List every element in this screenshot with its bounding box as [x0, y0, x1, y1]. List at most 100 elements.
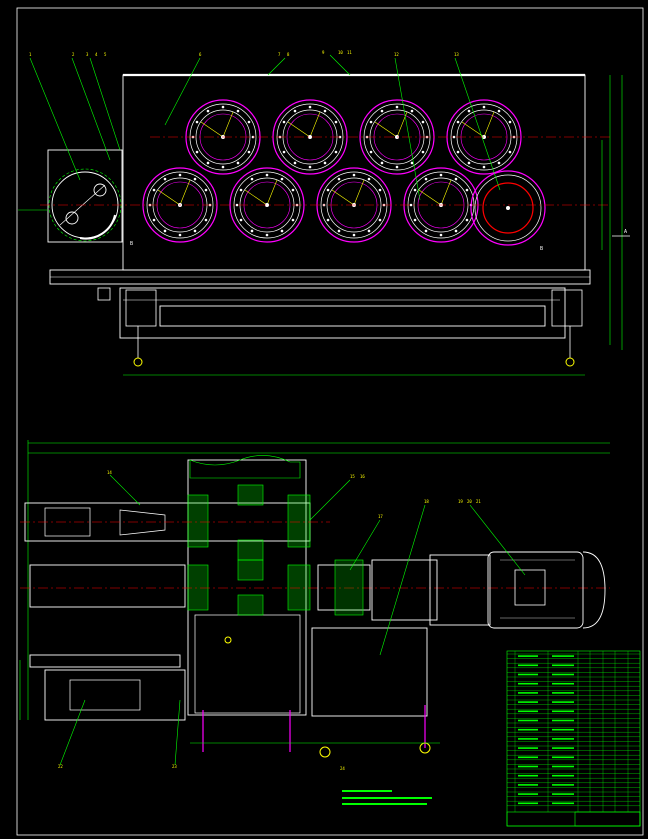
end-gear-pin	[93, 183, 107, 197]
callout-label: 20	[467, 499, 472, 504]
parts-list-name	[552, 793, 574, 795]
front-leaders	[59, 474, 526, 766]
arrow-mark: A	[624, 229, 627, 235]
title-name-box	[574, 811, 641, 827]
callout-label: 8	[287, 52, 290, 57]
parts-list-code	[518, 701, 538, 703]
oil-plug	[224, 636, 232, 644]
parts-list-name	[552, 738, 574, 740]
bearing-hatch	[187, 484, 311, 616]
callout-label: 18	[424, 499, 429, 504]
callout-label: 11	[347, 50, 352, 55]
lifting-eye-icon	[133, 326, 143, 367]
parts-list-code	[518, 692, 538, 694]
motor-icon	[429, 551, 606, 629]
parts-list-code	[518, 710, 538, 713]
parts-list-name	[552, 756, 574, 759]
lifting-eye-icon	[565, 326, 575, 367]
parts-list-code	[518, 793, 538, 795]
callout-label: 22	[58, 764, 63, 769]
parts-list-code	[518, 784, 538, 786]
parts-list-name	[552, 719, 574, 722]
parts-list-name	[552, 784, 574, 786]
lower-shaft	[29, 564, 186, 608]
callout-label: 5	[104, 52, 107, 57]
break-hatch	[189, 455, 301, 479]
callout-label: 10	[338, 50, 343, 55]
section-mark-left: B	[130, 241, 133, 247]
end-gearbox	[47, 149, 123, 243]
top-leaders	[29, 54, 501, 201]
parts-list-name	[552, 655, 574, 657]
callout-label: 1	[29, 52, 32, 57]
motor-base	[311, 627, 428, 717]
parts-list-code	[518, 738, 538, 740]
anchor-bolts	[202, 705, 426, 752]
callout-label: 13	[454, 52, 459, 57]
end-gear-arc	[79, 214, 116, 240]
parts-list-code	[518, 682, 538, 685]
parts-list-name	[552, 673, 574, 676]
callout-label: 6	[199, 52, 202, 57]
lifting-eye-icon	[319, 746, 331, 758]
parts-list-name	[552, 682, 574, 685]
callout-label: 17	[378, 514, 383, 519]
coupling-icon	[317, 559, 371, 616]
base-frame	[119, 287, 566, 339]
callout-label: 7	[278, 52, 281, 57]
parts-list-code	[518, 664, 538, 667]
parts-list-code	[518, 655, 538, 657]
callout-label: 9	[322, 50, 325, 55]
base-bracket	[97, 287, 111, 301]
parts-list-name	[552, 728, 574, 731]
parts-list-name	[552, 692, 574, 694]
callout-label: 12	[394, 52, 399, 57]
side-base	[44, 669, 186, 721]
shaft-taper	[119, 509, 166, 536]
callout-label: 21	[476, 499, 481, 504]
parts-list-code	[518, 802, 538, 805]
callout-label: 16	[360, 474, 365, 479]
title-block	[506, 650, 641, 827]
technical-notes	[342, 790, 432, 805]
callout-label: 19	[458, 499, 463, 504]
parts-list-name	[552, 710, 574, 713]
side-base-top	[29, 654, 181, 668]
bearing-ring-icon	[470, 170, 546, 246]
parts-list-code	[518, 719, 538, 722]
callout-label: 4	[95, 52, 98, 57]
callout-label: 3	[86, 52, 89, 57]
parts-list-code	[518, 765, 538, 768]
parts-list-name	[552, 765, 574, 768]
callout-label: 15	[350, 474, 355, 479]
callout-label: 14	[107, 470, 112, 475]
callout-label: 2	[72, 52, 75, 57]
parts-list-code	[518, 673, 538, 676]
base-channel	[159, 305, 546, 327]
parts-list-code	[518, 728, 538, 731]
reducer	[371, 559, 438, 621]
base-foot-right	[551, 289, 583, 327]
drawing-border	[16, 7, 644, 836]
parts-list-name	[552, 747, 574, 749]
base-foot-left	[125, 289, 157, 327]
parts-list-name	[552, 802, 574, 805]
front-view: 14 15 16 17 18 19 20 21 22 23 24	[19, 440, 610, 805]
callout-label: 24	[340, 766, 345, 771]
parts-list-code	[518, 747, 538, 749]
parts-list-name	[552, 701, 574, 703]
parts-list-code	[518, 756, 538, 759]
side-base-inner	[69, 679, 141, 711]
callout-label: 23	[172, 764, 177, 769]
parts-list-name	[552, 774, 574, 777]
parts-list	[507, 651, 640, 812]
section-mark-right: B	[540, 246, 543, 252]
end-gear-pin	[65, 211, 79, 225]
front-callouts: 14 15 16 17 18 19 20 21 22 23 24	[58, 470, 481, 771]
parts-list-name	[552, 664, 574, 667]
parts-list-code	[518, 774, 538, 777]
